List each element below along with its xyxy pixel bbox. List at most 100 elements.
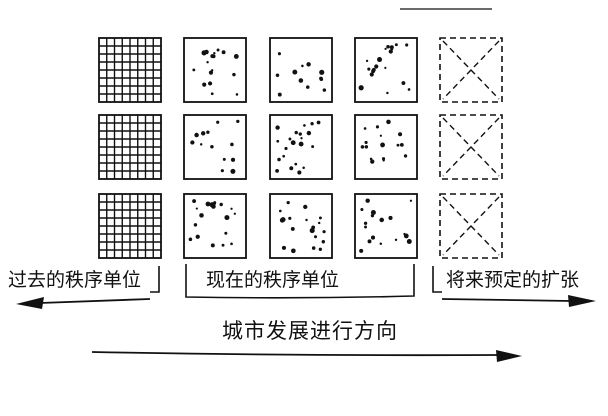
- dot: [206, 130, 209, 133]
- dot: [295, 131, 298, 134]
- dot: [404, 154, 407, 157]
- dot: [372, 68, 376, 72]
- dot: [389, 49, 393, 53]
- dot: [279, 210, 282, 213]
- dot: [323, 88, 326, 91]
- dot: [276, 140, 279, 143]
- dot: [194, 133, 198, 137]
- dot: [312, 246, 316, 250]
- dot: [196, 207, 198, 209]
- dot: [320, 77, 324, 81]
- dot: [206, 61, 208, 63]
- dot: [367, 68, 370, 71]
- dot: [380, 242, 382, 244]
- dot: [204, 50, 209, 55]
- dot: [275, 169, 279, 173]
- direction-arrowhead: [496, 350, 522, 362]
- cell-border: [270, 194, 332, 258]
- dot: [370, 72, 374, 76]
- dot: [364, 226, 367, 229]
- dot: [292, 70, 297, 75]
- dots-cell: [355, 115, 417, 179]
- dot: [380, 135, 382, 137]
- dot: [303, 205, 307, 209]
- dot: [199, 213, 204, 218]
- dot: [278, 93, 282, 97]
- dot: [300, 137, 302, 139]
- dot: [231, 158, 235, 162]
- dot: [291, 227, 295, 231]
- dot: [303, 124, 306, 127]
- dot: [322, 240, 325, 243]
- dot: [311, 226, 315, 230]
- dot: [365, 141, 368, 144]
- dot: [282, 246, 286, 250]
- past-arrow: [40, 299, 150, 303]
- dot: [408, 88, 411, 91]
- dot: [307, 131, 311, 135]
- dots-cell: [184, 115, 246, 179]
- dot: [380, 143, 385, 148]
- dot: [223, 158, 226, 161]
- dot: [289, 137, 292, 140]
- label-past-order: 过去的秩序单位: [8, 268, 141, 292]
- dot: [234, 213, 236, 215]
- dot: [386, 45, 390, 49]
- dot: [370, 158, 373, 161]
- dashed-cross-cell: [440, 38, 502, 102]
- dots-cell: [270, 194, 332, 258]
- dot: [299, 132, 302, 135]
- future-bracket: [433, 266, 442, 292]
- dot: [202, 83, 206, 87]
- dot: [306, 62, 310, 66]
- dot: [401, 81, 405, 85]
- dot: [209, 71, 213, 75]
- dots-cell: [270, 115, 332, 179]
- dot: [278, 52, 281, 55]
- dot: [234, 54, 239, 59]
- dot: [371, 210, 376, 215]
- dot: [192, 68, 195, 71]
- dot: [365, 145, 368, 148]
- dot: [299, 142, 304, 147]
- dot: [282, 155, 285, 158]
- cell-border: [355, 38, 417, 102]
- dot: [395, 239, 397, 241]
- dot: [294, 163, 297, 166]
- dot: [291, 249, 296, 254]
- dot: [196, 235, 200, 239]
- dot: [310, 122, 313, 125]
- cell-border: [355, 194, 417, 258]
- dot: [400, 143, 404, 147]
- dot: [368, 239, 372, 243]
- dot: [213, 52, 215, 54]
- dot: [288, 217, 291, 220]
- cell-grid: [99, 38, 502, 258]
- dot: [359, 85, 364, 90]
- cell-border: [270, 115, 332, 179]
- dot: [281, 217, 286, 222]
- dot: [403, 233, 405, 235]
- dot: [384, 48, 386, 50]
- dot: [206, 202, 211, 207]
- past-bracket: [150, 266, 159, 292]
- dot: [192, 199, 196, 203]
- dot: [211, 204, 216, 209]
- dot: [360, 208, 363, 211]
- dots-cell: [355, 194, 417, 258]
- dot: [216, 121, 219, 124]
- dot: [386, 92, 388, 94]
- dot: [277, 158, 281, 162]
- dot: [386, 120, 391, 125]
- dot: [397, 144, 400, 147]
- dots-cell: [184, 194, 246, 258]
- dot: [384, 67, 386, 69]
- dots-cell: [270, 38, 332, 102]
- dot: [311, 145, 314, 148]
- label-present-order: 现在的秩序单位: [206, 268, 339, 292]
- dot: [364, 127, 367, 130]
- dot: [388, 216, 392, 220]
- dot: [306, 85, 310, 89]
- dot: [208, 81, 212, 85]
